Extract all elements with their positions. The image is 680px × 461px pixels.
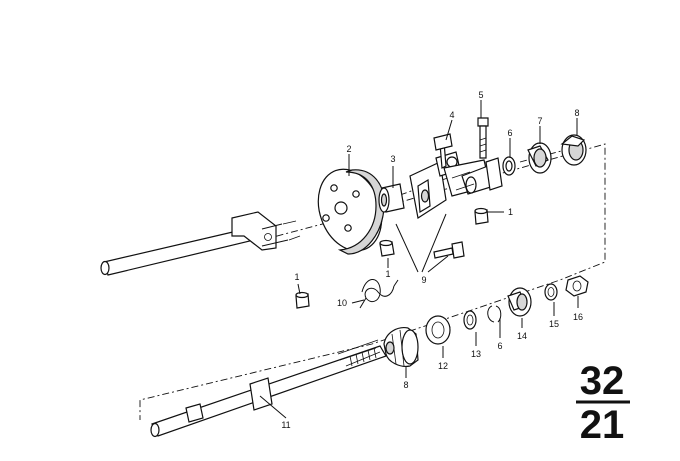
leader-lines [259,100,579,419]
lower-steering-shaft [150,339,387,438]
group-number-bottom: 21 [580,403,625,447]
callout-7: 7 [537,116,542,126]
callout-10: 10 [337,298,347,308]
callout-9: 9 [421,275,426,285]
callout-15: 15 [549,319,559,329]
flex-coupling-disc [317,168,385,255]
callout-1-left: 1 [294,272,299,282]
callout-12: 12 [438,361,448,371]
callout-1-right: 1 [508,207,513,217]
callout-1-center: 1 [385,269,390,279]
callout-5: 5 [478,90,483,100]
spring-clip [359,279,399,309]
rubber-boot [383,327,419,367]
group-number-top: 32 [580,359,625,403]
clamp-bolts [433,117,489,259]
callout-14: 14 [517,331,527,341]
lower-bearing-set [425,275,589,345]
callout-2: 2 [346,144,351,154]
upper-column-shaft [100,211,301,276]
universal-joint [409,151,503,219]
callout-3: 3 [390,154,395,164]
callout-8-upper: 8 [574,108,579,118]
callout-numbers: 2 3 4 5 6 7 8 1 1 1 9 10 11 8 12 13 6 14… [281,90,583,430]
callout-4: 4 [449,110,454,120]
callout-6-lower: 6 [497,341,502,351]
callout-6-upper: 6 [507,128,512,138]
callout-11: 11 [281,420,290,430]
callout-8-lower: 8 [403,380,408,390]
bushing-and-nuts [295,183,489,309]
callout-16: 16 [573,312,583,322]
upper-bearing-rings [502,134,587,176]
callout-13: 13 [471,349,481,359]
group-number-badge: 32 21 [576,359,630,447]
